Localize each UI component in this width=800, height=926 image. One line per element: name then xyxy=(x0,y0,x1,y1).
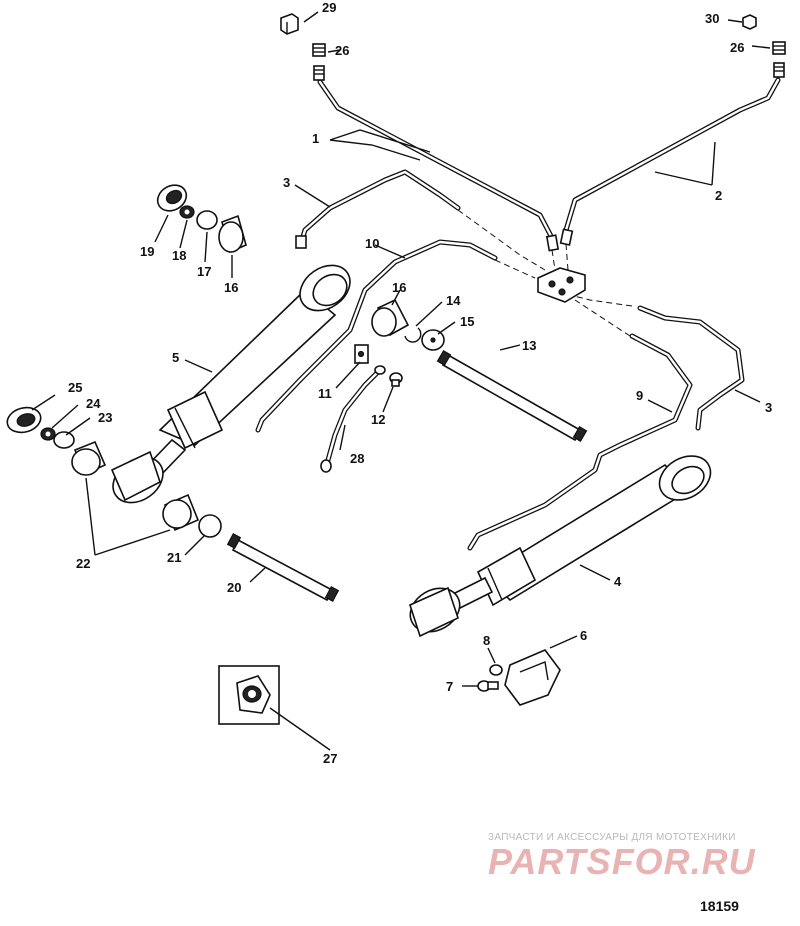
clip-6 xyxy=(504,649,561,706)
callout-26-right: 26 xyxy=(730,40,744,55)
callout-13: 13 xyxy=(522,338,536,353)
callout-labels: 29 26 30 26 1 2 3 10 19 18 17 16 16 14 1… xyxy=(68,0,772,766)
tie-rod-13 xyxy=(436,349,588,443)
bushing-16-upper xyxy=(218,214,247,254)
washer-15 xyxy=(421,329,445,351)
callout-23: 23 xyxy=(98,410,112,425)
callout-20: 20 xyxy=(227,580,241,595)
callout-16-upper: 16 xyxy=(224,280,238,295)
callout-14: 14 xyxy=(446,293,461,308)
washer-21 xyxy=(198,514,222,538)
bushing-22-right xyxy=(162,493,200,532)
hydraulic-tube-1 xyxy=(317,79,560,252)
tie-rod-20 xyxy=(226,533,340,602)
hydraulic-tube-9 xyxy=(467,333,693,551)
steering-cylinder-4 xyxy=(409,455,712,638)
callout-28: 28 xyxy=(350,451,364,466)
callout-27: 27 xyxy=(323,751,337,766)
callout-6: 6 xyxy=(580,628,587,643)
assembly-line xyxy=(551,249,556,271)
callout-3-right: 3 xyxy=(765,400,772,415)
watermark: ЗАПЧАСТИ И АКСЕССУАРЫ ДЛЯ МОТОТЕХНИКИ PA… xyxy=(488,832,788,883)
callout-24: 24 xyxy=(86,396,101,411)
nut-18 xyxy=(179,205,195,219)
callout-9: 9 xyxy=(636,388,643,403)
callout-5: 5 xyxy=(172,350,179,365)
steering-cylinder-5 xyxy=(110,264,351,504)
manifold-block xyxy=(537,267,586,303)
screw-7 xyxy=(477,680,499,692)
assembly-line xyxy=(494,259,536,279)
inset-27 xyxy=(218,665,280,725)
watermark-brand: PARTSFOR.RU xyxy=(488,841,756,882)
callout-10: 10 xyxy=(365,236,379,251)
callout-8: 8 xyxy=(483,633,490,648)
callout-3-upper: 3 xyxy=(283,175,290,190)
assembly-line xyxy=(457,209,546,271)
callout-21: 21 xyxy=(167,550,181,565)
hydraulic-tube-10 xyxy=(255,239,498,433)
ground-cable-28 xyxy=(320,365,386,473)
assembly-line xyxy=(569,294,633,307)
watermark-caption: ЗАПЧАСТИ И АКСЕССУАРЫ ДЛЯ МОТОТЕХНИКИ xyxy=(488,832,736,843)
hydraulic-tube-2 xyxy=(559,77,781,246)
fitting-26-left xyxy=(312,43,326,81)
leader-lines xyxy=(31,11,771,751)
callout-29: 29 xyxy=(322,0,336,15)
callout-7: 7 xyxy=(446,679,453,694)
callout-2: 2 xyxy=(715,188,722,203)
bracket-11 xyxy=(354,344,369,364)
assembly-line xyxy=(574,299,631,337)
fitting-29 xyxy=(280,13,299,35)
figure-number: 18159 xyxy=(700,898,739,914)
hydraulic-tube-3-right xyxy=(637,305,745,431)
bushing-22-left xyxy=(71,440,107,476)
mount-nut-25 xyxy=(6,406,42,434)
clip-14 xyxy=(404,327,422,343)
hydraulic-tube-3-upper xyxy=(295,169,461,249)
callout-11: 11 xyxy=(318,386,332,401)
assembly-line xyxy=(565,243,569,271)
callout-16-lower: 16 xyxy=(392,280,406,295)
callout-1: 1 xyxy=(312,131,319,146)
callout-15: 15 xyxy=(460,314,474,329)
washer-8 xyxy=(489,664,503,676)
callout-17: 17 xyxy=(197,264,211,279)
screw-12 xyxy=(389,372,403,387)
callout-12: 12 xyxy=(371,412,385,427)
fitting-26-right xyxy=(772,41,786,78)
callout-25: 25 xyxy=(68,380,82,395)
callout-19: 19 xyxy=(140,244,154,259)
washer-17 xyxy=(196,210,218,230)
callout-22: 22 xyxy=(76,556,90,571)
fitting-30 xyxy=(742,14,757,30)
mount-nut-19 xyxy=(156,184,188,212)
nut-24 xyxy=(40,427,56,441)
bushing-16-lower xyxy=(371,298,410,337)
callout-18: 18 xyxy=(172,248,186,263)
callout-4: 4 xyxy=(614,574,622,589)
washer-23 xyxy=(53,431,75,449)
callout-26-left: 26 xyxy=(335,43,349,58)
callout-30: 30 xyxy=(705,11,719,26)
